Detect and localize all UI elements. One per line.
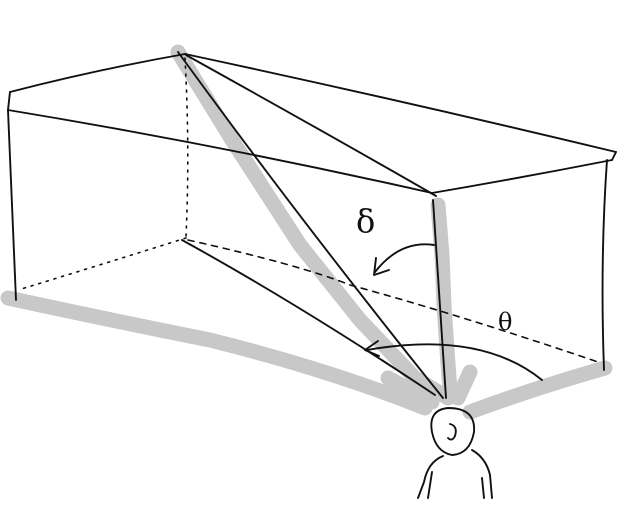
box-outline [7,51,617,399]
top-front-right-edge [431,159,613,194]
hidden-edges [17,57,599,363]
highlight-floor-left-edge [0,290,433,416]
viewer-ear [447,423,457,441]
back-right-vertical [601,159,608,371]
top-right-end [611,151,617,161]
highlight-viewer-cone [380,364,478,410]
theta-arc [366,343,543,381]
theta-label: θ [498,308,512,336]
top-left-end [7,91,11,111]
viewer-figure [417,407,493,499]
theta-arc-head [364,340,380,357]
viewer-body-right [471,449,493,499]
delta-label: δ [356,202,375,240]
top-back-right-edge [184,53,617,153]
hidden-back-vertical [184,57,189,237]
delta-arrow-head [373,257,390,276]
floor-ray-to-viewer [181,239,436,396]
highlight-floor-right-edge [462,360,613,420]
top-back-left-edge [9,53,186,93]
angle-annotations: δ θ [356,202,543,381]
hidden-back-floor-right [187,239,599,363]
viewer-head [430,407,475,456]
top-front-left-edge [7,109,433,194]
highlight-right-wall-edge [430,197,458,398]
highlight-strokes [0,44,613,420]
delta-arrow [374,243,435,273]
viewer-body-left [417,455,444,499]
front-left-vertical [7,109,17,301]
hidden-back-floor-left [17,237,187,291]
viewer-arm-right [481,477,485,499]
highlight-diagonal-ray [170,44,456,406]
front-right-vertical [432,199,447,399]
viewer-arm-left [427,471,433,499]
diagonal-ray-to-viewer [177,51,444,399]
diagonal-ray-to-corner [185,54,437,197]
